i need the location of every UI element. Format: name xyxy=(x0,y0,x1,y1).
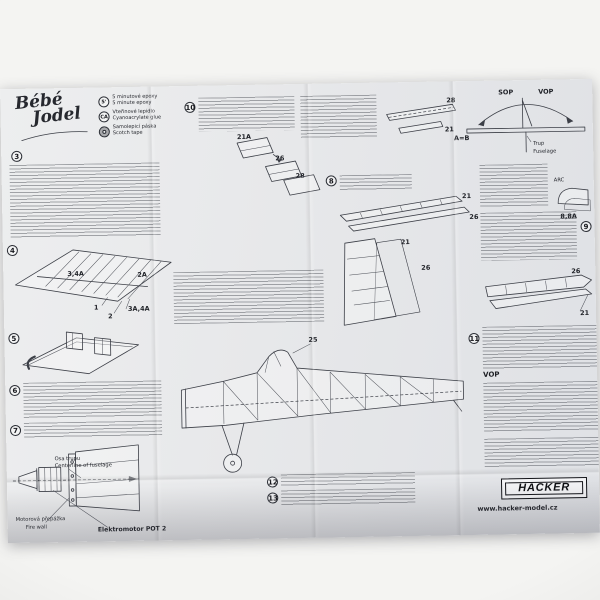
step-8-text-placeholder xyxy=(339,174,412,192)
glue-legend: 5' 5 minutové epoxy 5 minute epoxy CA Vt… xyxy=(98,94,191,141)
step-13-text-placeholder xyxy=(281,488,416,507)
tail-alignment-diagram: SOP VOP A=B Trup Fuselage xyxy=(454,88,586,155)
legend-item-epoxy: 5' 5 minutové epoxy 5 minute epoxy xyxy=(98,94,190,108)
right-text-4-placeholder xyxy=(483,380,599,433)
step-7-text-placeholder xyxy=(23,420,163,439)
hacker-brand-text: HACKER xyxy=(518,481,571,495)
part-label-21e: 21 xyxy=(580,309,590,317)
part-label-1: 1 xyxy=(94,304,99,312)
part-label-26: 26 xyxy=(275,154,285,162)
legend-item-ca: CA Vteřinové lepidlo Cyanoacrylate glue xyxy=(98,109,190,123)
step-3-text-placeholder xyxy=(9,162,161,240)
part-label-2: 2 xyxy=(108,312,113,320)
step-11-badge: 11 xyxy=(468,332,480,345)
part-label-arc: ARC xyxy=(554,177,565,183)
legend-ca-en: Cyanoacrylate glue xyxy=(112,114,162,122)
right-text-5-placeholder xyxy=(484,436,599,469)
wing-frame-drawing: 3,4A 2A 1 2 3A,4A xyxy=(15,249,172,320)
linkage-parts-drawing: 21A 26 28 xyxy=(236,133,321,196)
building-board-drawing xyxy=(22,331,139,375)
part-label-21c: 21 xyxy=(462,192,472,200)
sop-label: SOP xyxy=(498,88,513,96)
right-text-1-placeholder xyxy=(479,163,549,207)
right-text-3-placeholder xyxy=(482,324,598,369)
osa-trupu-label: Osa trupu xyxy=(54,456,80,462)
part-label-26c: 26 xyxy=(421,264,431,272)
part-label-21b: 21 xyxy=(445,125,455,133)
step-6-text-placeholder xyxy=(23,380,162,419)
legend-epoxy-en: 5 minute epoxy xyxy=(112,99,152,107)
part-label-21A: 21A xyxy=(237,133,251,141)
vop-label: VOP xyxy=(538,88,554,96)
vop-section-heading: VOP xyxy=(483,370,500,379)
step-3-badge: 3 xyxy=(11,150,23,163)
part-label-25: 25 xyxy=(308,336,318,344)
legend-item-tape: Samolepicí páska Scotch tape xyxy=(98,124,191,138)
part-label-21d: 21 xyxy=(401,238,411,246)
part-label-28b: 28 xyxy=(446,96,456,104)
step-8-badge: 8 xyxy=(325,175,337,187)
step-9-badge: 9 xyxy=(580,220,592,233)
epoxy-icon: 5' xyxy=(98,95,110,107)
part-label-2A: 2A xyxy=(137,271,147,279)
part-label-3A4A: 3A,4A xyxy=(128,305,150,313)
step-12-badge: 12 xyxy=(266,476,279,488)
brand-logo-bebe-jodel: Bébé Jodel xyxy=(14,89,91,147)
sheet-parts-drawing: 28 21 xyxy=(386,96,456,134)
motor-firewall-drawing: Osa trupu Centerline of fuselage Motorov… xyxy=(12,444,167,534)
electromotor-label: Elektromotor POT 2 xyxy=(98,525,167,533)
firewall-label: Fire wall xyxy=(26,524,47,530)
legend-tape-en: Scotch tape xyxy=(112,129,143,137)
step-7-badge: 7 xyxy=(9,424,22,437)
centerline-label: Centerline of fuselage xyxy=(55,462,112,469)
strip-parts-drawing: 21 26 xyxy=(339,192,479,232)
part-label-26b: 26 xyxy=(469,213,479,221)
right-text-2-placeholder xyxy=(480,211,578,261)
part-label-26d: 26 xyxy=(571,267,581,275)
fuselage-label: Fuselage xyxy=(533,149,556,155)
middle-text-placeholder xyxy=(173,269,325,325)
step-6-badge: 6 xyxy=(9,384,21,397)
tape-icon xyxy=(98,125,110,137)
legend-epoxy-label: 5 minutové epoxy 5 minute epoxy xyxy=(112,94,157,107)
instruction-sheet: Bébé Jodel 5' 5 minutové epoxy 5 minute … xyxy=(0,78,600,544)
part-label-28: 28 xyxy=(296,172,306,180)
legend-ca-label: Vteřinové lepidlo Cyanoacrylate glue xyxy=(112,109,162,122)
fuselage-side-view-drawing: 25 xyxy=(180,336,464,473)
ca-glue-icon: CA xyxy=(98,110,110,122)
part-label-88A: 8,8A xyxy=(560,212,577,220)
step-13-badge: 13 xyxy=(267,492,279,504)
step-10-badge: 10 xyxy=(184,101,196,113)
stabilizer-drawing: 26 21 xyxy=(485,267,593,317)
website-url: www.hacker-model.cz xyxy=(477,503,558,513)
legend-tape-label: Samolepicí páska Scotch tape xyxy=(112,124,157,137)
hacker-logo: HACKER xyxy=(500,477,588,500)
tip-blocks-drawing: ARC 8,8A xyxy=(554,177,591,220)
fuselage-side-frames-drawing: 21 26 xyxy=(343,238,431,326)
logo-swash xyxy=(21,131,88,142)
a-equals-b-label: A=B xyxy=(454,134,470,142)
step-12-text-placeholder xyxy=(280,472,416,487)
step-10-text-placeholder xyxy=(198,96,295,132)
logo-line2: Jodel xyxy=(31,103,82,129)
prepazka-label: Motorová přepážka xyxy=(16,515,66,523)
trup-label: Trup xyxy=(532,141,545,147)
part-label-34A: 3,4A xyxy=(67,270,84,278)
